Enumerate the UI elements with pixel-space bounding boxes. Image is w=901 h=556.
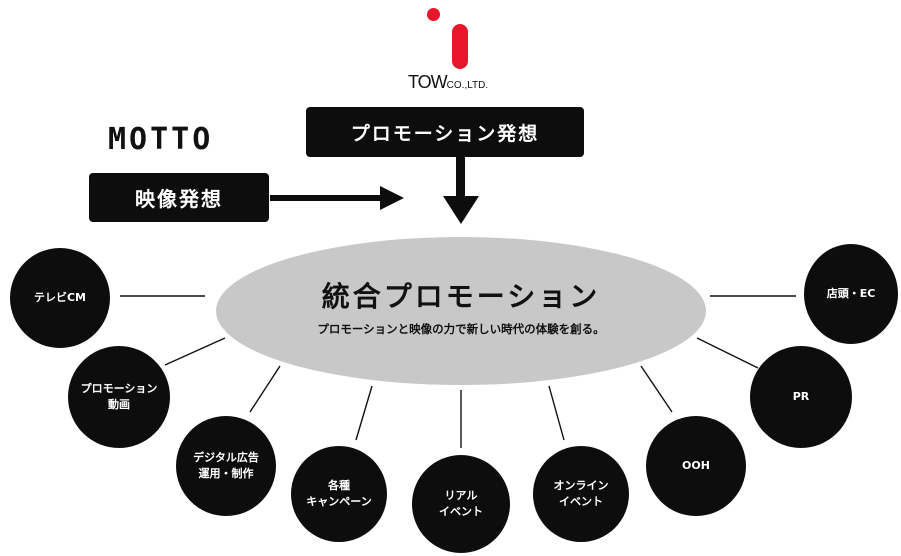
- integrated-promotion-subtitle: プロモーションと映像の力で新しい時代の体験を創る。: [317, 322, 605, 336]
- tow-logo-suffix: CO.,LTD.: [446, 80, 489, 91]
- service-store-ec-label: 店頭・EC: [826, 287, 876, 301]
- integrated-promotion-ellipse: [216, 237, 706, 385]
- connector-campaigns: [355, 385, 373, 441]
- service-online-events: オンラインイベント: [533, 446, 629, 542]
- connector-ooh: [640, 365, 673, 413]
- service-promotion-video-line1: プロモーション: [80, 382, 158, 396]
- service-real-events-line2: イベント: [439, 505, 483, 518]
- video-idea-box: 映像発想: [89, 173, 269, 222]
- service-digital-ads-line1: デジタル広告: [193, 451, 259, 465]
- video-arrow-head: [380, 186, 404, 210]
- tow-logo-text: TOWCO.,LTD.: [408, 72, 508, 93]
- service-promotion-video-line2: 動画: [108, 398, 130, 411]
- motto-logo: MOTTO: [108, 122, 214, 157]
- service-real-events-line1: リアル: [444, 489, 478, 503]
- service-real-events: リアルイベント: [412, 455, 510, 553]
- service-tv-cm: テレビCM: [10, 248, 110, 348]
- connector-pr: [696, 337, 759, 369]
- connector-promo-video: [164, 337, 226, 366]
- service-online-events-line1: オンライン: [553, 479, 609, 493]
- service-campaigns: 各種キャンペーン: [291, 446, 387, 542]
- service-digital-ads-line2: 運用・制作: [198, 467, 254, 480]
- service-ooh: OOH: [646, 416, 746, 516]
- promotion-arrow-shaft: [456, 157, 465, 197]
- promotion-arrow-head: [443, 196, 479, 224]
- service-promotion-video: プロモーション動画: [68, 346, 170, 448]
- tow-logo-dot: [427, 8, 440, 21]
- service-digital-ads: デジタル広告運用・制作: [176, 416, 276, 516]
- service-pr-label: PR: [792, 390, 810, 404]
- service-store-ec: 店頭・EC: [804, 244, 898, 344]
- service-ooh-label: OOH: [682, 459, 710, 473]
- service-tv-cm-label: テレビCM: [33, 291, 87, 305]
- integrated-promotion-title: 統合プロモーション: [321, 280, 601, 313]
- service-campaigns-line1: 各種: [327, 479, 350, 493]
- service-pr: PR: [750, 346, 852, 448]
- tow-logo-name: TOW: [408, 72, 448, 92]
- service-online-events-line2: イベント: [559, 495, 603, 508]
- connector-online-events: [548, 385, 565, 441]
- connector-digital-ads: [249, 365, 281, 413]
- tow-logo-bar: [452, 24, 468, 69]
- service-campaigns-line2: キャンペーン: [306, 495, 372, 508]
- promotion-idea-box: プロモーション発想: [306, 107, 584, 157]
- video-arrow-shaft: [270, 195, 382, 201]
